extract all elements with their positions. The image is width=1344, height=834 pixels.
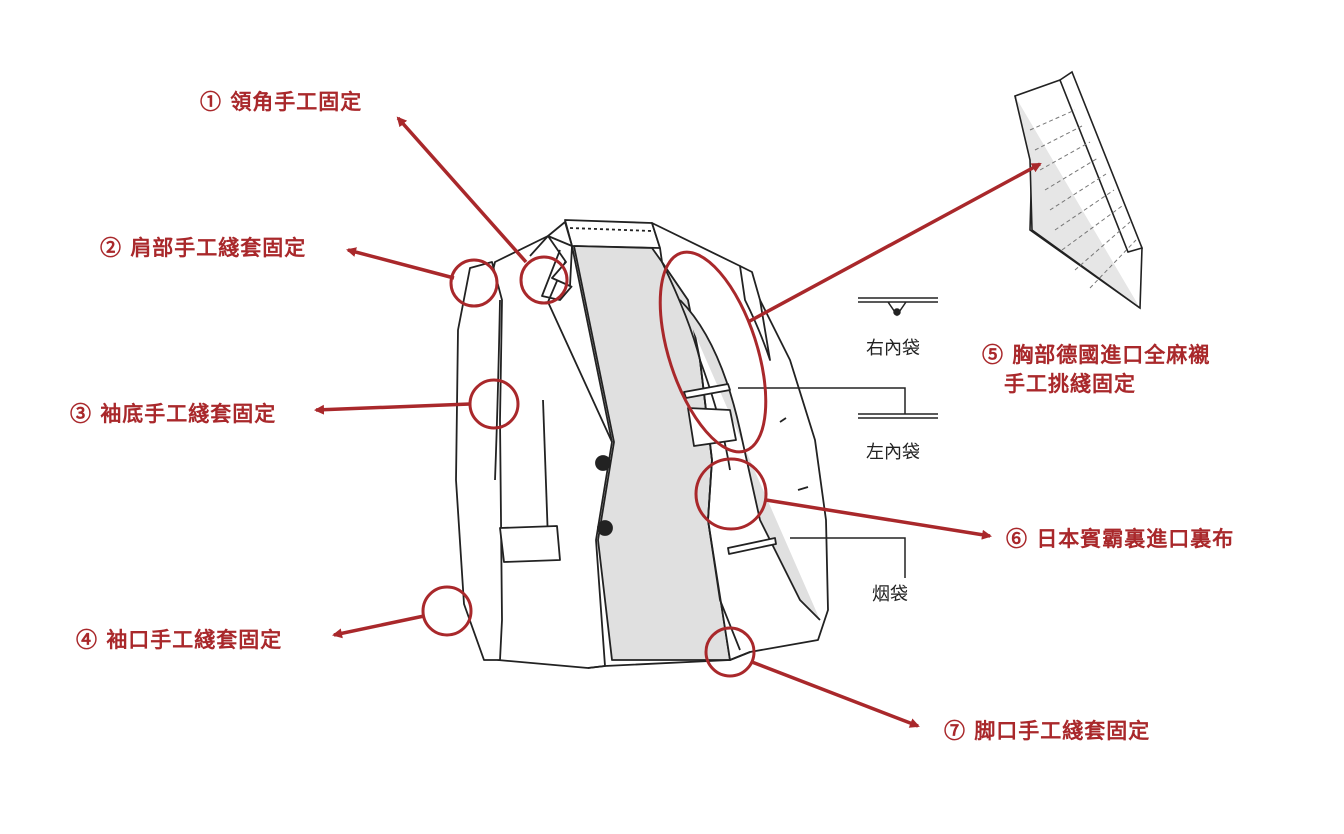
callout-6-text: 日本賓霸裏進口裏布: [1036, 526, 1235, 551]
callout-7-text: 脚口手工綫套固定: [974, 718, 1151, 743]
callout-4-label: ④ 袖口手工綫套固定: [76, 625, 282, 654]
button-bottom: [597, 520, 613, 536]
callout-5-number: ⑤: [982, 342, 1004, 367]
callout-5-text-line2: 手工挑綫固定: [1004, 371, 1136, 396]
callout-5-text: 胸部德國進口全麻襯: [1012, 342, 1211, 367]
pocket-symbols: [738, 297, 938, 578]
marker-hem: [704, 626, 756, 678]
right-inner-pocket-label: 右內袋: [866, 338, 920, 359]
cigarette-pocket-label: 烟袋: [872, 584, 908, 605]
callout-7-label: ⑦ 脚口手工綫套固定: [944, 716, 1150, 745]
arrow-chest: [747, 162, 1042, 324]
callout-6-number: ⑥: [1006, 526, 1028, 551]
arrow-hem: [751, 660, 920, 728]
callout-1-text: 領角手工固定: [230, 89, 363, 114]
chest-canvas-detail: [1014, 70, 1144, 310]
marker-lining: [694, 457, 768, 531]
button-top: [595, 455, 611, 471]
callout-6-label: ⑥ 日本賓霸裏進口裏布: [1006, 524, 1234, 553]
cigarette-leader: [790, 537, 906, 578]
callout-3-number: ③: [70, 401, 92, 426]
arrow-cuff: [332, 614, 425, 639]
left-inner-pocket-symbol: [858, 413, 938, 419]
cigarette-pocket-slot: [727, 537, 777, 555]
left-inner-pocket-label: 左內袋: [866, 442, 920, 463]
callout-arrows: [314, 116, 1042, 728]
callout-4-text: 袖口手工綫套固定: [106, 627, 283, 652]
marker-collar: [519, 255, 569, 305]
left-inner-leader: [738, 387, 906, 414]
callout-5-label: ⑤ 胸部德國進口全麻襯 手工挑綫固定: [982, 340, 1210, 398]
left-sleeve: [455, 261, 503, 661]
callout-1-number: ①: [200, 89, 222, 114]
callout-3-label: ③ 袖底手工綫套固定: [70, 399, 276, 428]
callout-2-text: 肩部手工綫套固定: [130, 235, 307, 260]
right-sleeve: [739, 265, 771, 361]
arrow-collar: [396, 116, 528, 264]
callout-markers: [421, 250, 768, 678]
callout-1-label: ① 領角手工固定: [200, 87, 362, 116]
callout-2-label: ② 肩部手工綫套固定: [100, 233, 306, 262]
callout-7-number: ⑦: [944, 718, 966, 743]
marker-chest: [658, 250, 768, 454]
callout-2-number: ②: [100, 235, 122, 260]
marker-shoulder: [449, 258, 499, 308]
arrow-shoulder: [346, 247, 455, 280]
arrow-underarm: [314, 402, 471, 415]
left-flap-pocket: [499, 525, 561, 563]
jacket-illustration: [455, 219, 829, 669]
callout-4-number: ④: [76, 627, 98, 652]
right-inner-pocket-slot: [683, 383, 731, 399]
arrow-lining: [765, 498, 992, 540]
marker-cuff: [421, 585, 473, 637]
left-inner-pocket-slot: [687, 407, 737, 447]
callout-3-text: 袖底手工綫套固定: [100, 401, 277, 426]
